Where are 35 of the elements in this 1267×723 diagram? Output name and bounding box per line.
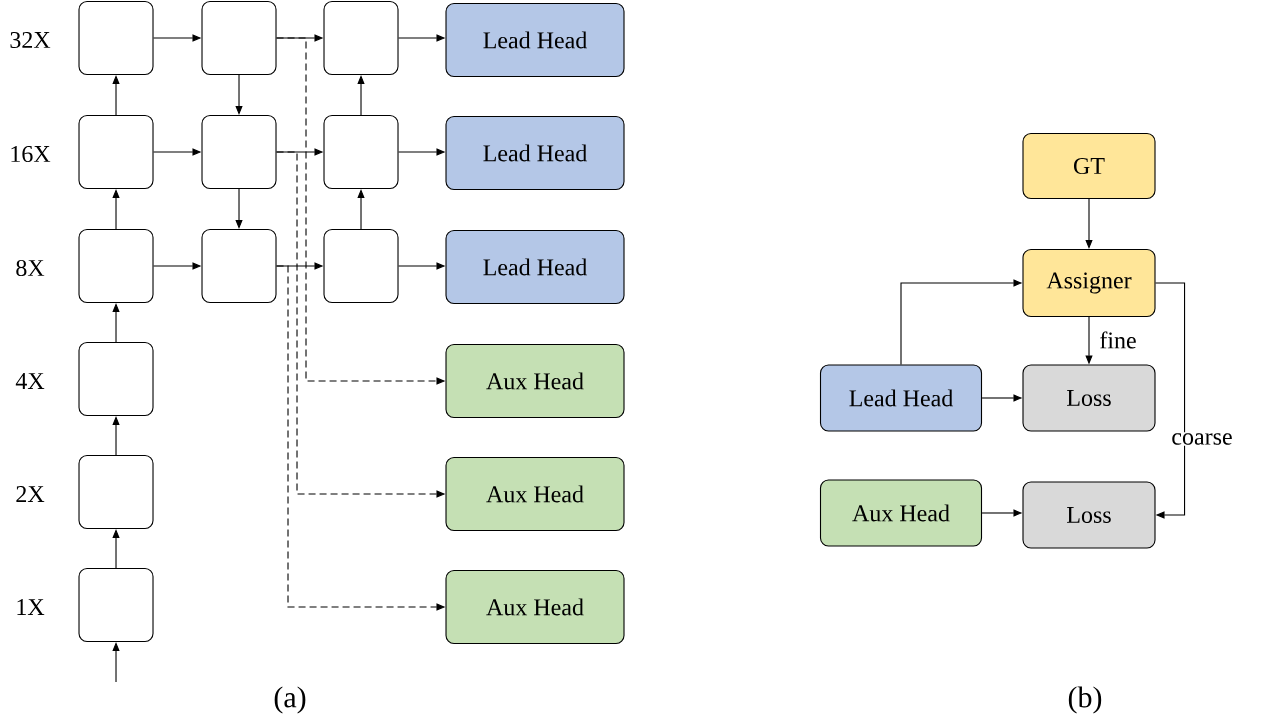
- scale-label: 16X: [11, 145, 51, 163]
- layer-box: [201, 114, 277, 190]
- head-box: Loss: [1022, 364, 1156, 432]
- layer-box: [323, 0, 399, 76]
- head-box: Lead Head: [445, 2, 625, 78]
- layer-box: [323, 114, 399, 190]
- layer-box: [201, 228, 277, 304]
- layer-box: [78, 567, 154, 643]
- scale-label: 1X: [17, 599, 45, 615]
- panel-label: (b): [1068, 686, 1102, 714]
- layer-box: [78, 0, 154, 76]
- head-box: Lead Head: [445, 229, 625, 305]
- edge-label: fine: [1098, 330, 1138, 350]
- head-box: Aux Head: [445, 343, 625, 419]
- scale-label: 2X: [16, 486, 45, 502]
- edge-label: coarse: [1170, 432, 1234, 446]
- layer-box: [78, 454, 154, 530]
- scale-label: 8X: [16, 259, 45, 277]
- arrow: [1155, 282, 1186, 519]
- head-box: GT: [1022, 132, 1156, 200]
- layer-box: [323, 228, 399, 304]
- head-box: Assigner: [1022, 248, 1156, 318]
- layer-box: [78, 114, 154, 190]
- layer-box: [78, 341, 154, 417]
- head-box: Lead Head: [445, 115, 625, 191]
- head-box: Aux Head: [819, 479, 983, 547]
- panel-label: (a): [274, 686, 306, 714]
- head-box: Loss: [1022, 481, 1156, 549]
- layer-box: [201, 0, 277, 76]
- head-box: Aux Head: [445, 569, 625, 645]
- head-box: Aux Head: [445, 456, 625, 532]
- layer-box: [78, 228, 154, 304]
- scale-label: 32X: [10, 31, 51, 49]
- scale-label: 4X: [15, 373, 45, 389]
- head-box: Lead Head: [819, 364, 983, 432]
